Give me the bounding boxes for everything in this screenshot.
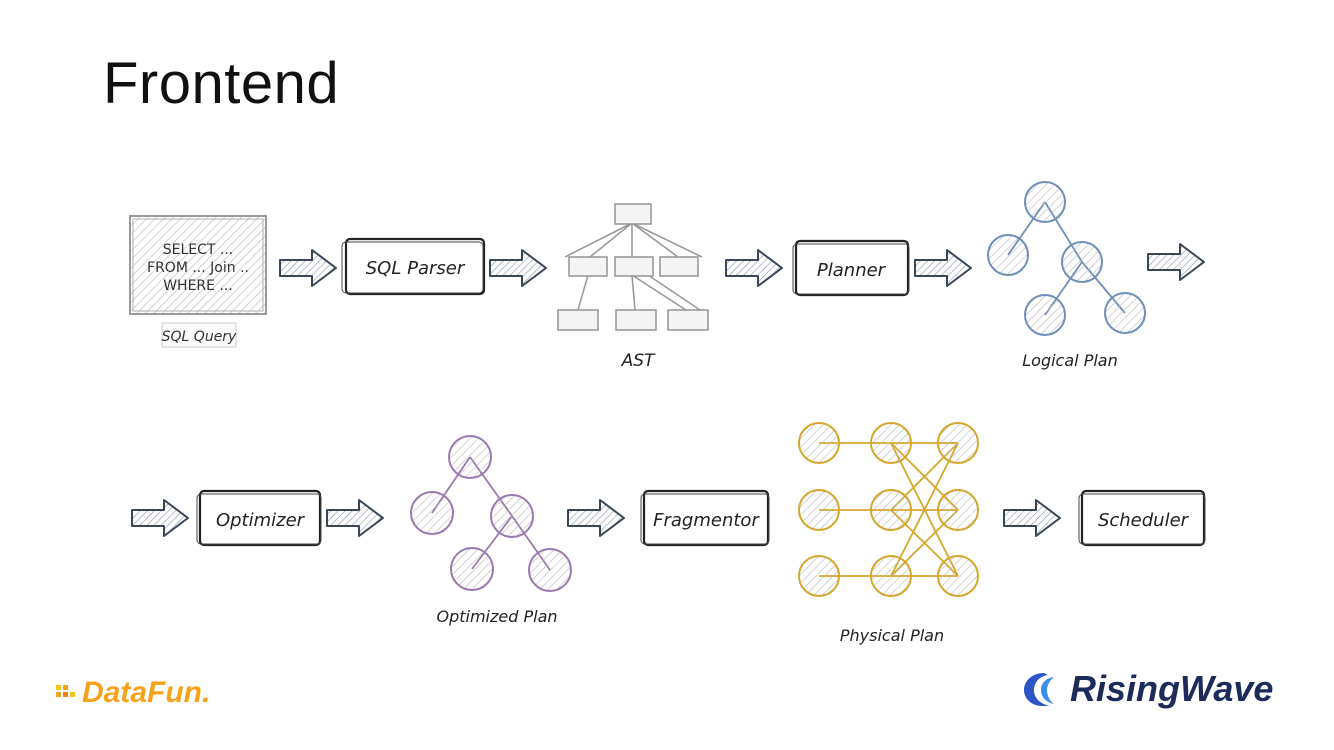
flow-arrow-6 <box>131 499 189 537</box>
optimized-plan-tree <box>410 435 572 592</box>
optimized-plan-caption: Optimized Plan <box>436 607 557 626</box>
flow-arrow-3 <box>725 249 783 287</box>
datafun-logo-text: DataFun. <box>82 676 211 709</box>
ast-caption: AST <box>621 351 656 371</box>
logical-plan-caption: Logical Plan <box>1022 351 1117 370</box>
flow-arrow-1 <box>279 249 337 287</box>
scheduler-label: Scheduler <box>1098 510 1190 531</box>
physical-plan-caption: Physical Plan <box>840 626 944 645</box>
sql-parser-box: SQL Parser <box>341 237 486 296</box>
sql-query-caption: SQL Query <box>162 329 237 345</box>
sql-query-box: SELECT ... FROM ... Join .. WHERE ... SQ… <box>129 215 267 348</box>
flow-arrow-7 <box>326 499 384 537</box>
sql-line-3: WHERE ... <box>163 278 233 294</box>
flow-arrows <box>131 243 1205 537</box>
scheduler-box: Scheduler <box>1078 489 1206 547</box>
page-title: Frontend <box>103 51 340 116</box>
sql-line-2: FROM ... Join .. <box>147 260 249 276</box>
flow-arrow-9 <box>1003 499 1061 537</box>
logical-plan-tree <box>987 181 1146 336</box>
sql-parser-label: SQL Parser <box>366 258 466 279</box>
sql-line-1: SELECT ... <box>163 242 234 258</box>
ast-tree <box>557 203 709 331</box>
physical-plan-graph <box>798 422 979 597</box>
fragmentor-label: Fragmentor <box>653 510 760 531</box>
planner-label: Planner <box>817 260 887 281</box>
risingwave-logo: RisingWave <box>1020 668 1273 710</box>
fragmentor-box: Fragmentor <box>640 489 770 547</box>
risingwave-mark-icon <box>1024 673 1054 706</box>
optimizer-label: Optimizer <box>216 510 306 531</box>
flow-arrow-5 <box>1147 243 1205 281</box>
flow-arrow-2 <box>489 249 547 287</box>
risingwave-logo-text: RisingWave <box>1070 668 1274 709</box>
planner-box: Planner <box>792 239 910 297</box>
flow-arrow-8 <box>567 499 625 537</box>
datafun-logo: DataFun. <box>54 676 210 710</box>
flow-arrow-4 <box>914 249 972 287</box>
datafun-mark-icon <box>56 685 75 697</box>
optimizer-box: Optimizer <box>196 489 322 547</box>
